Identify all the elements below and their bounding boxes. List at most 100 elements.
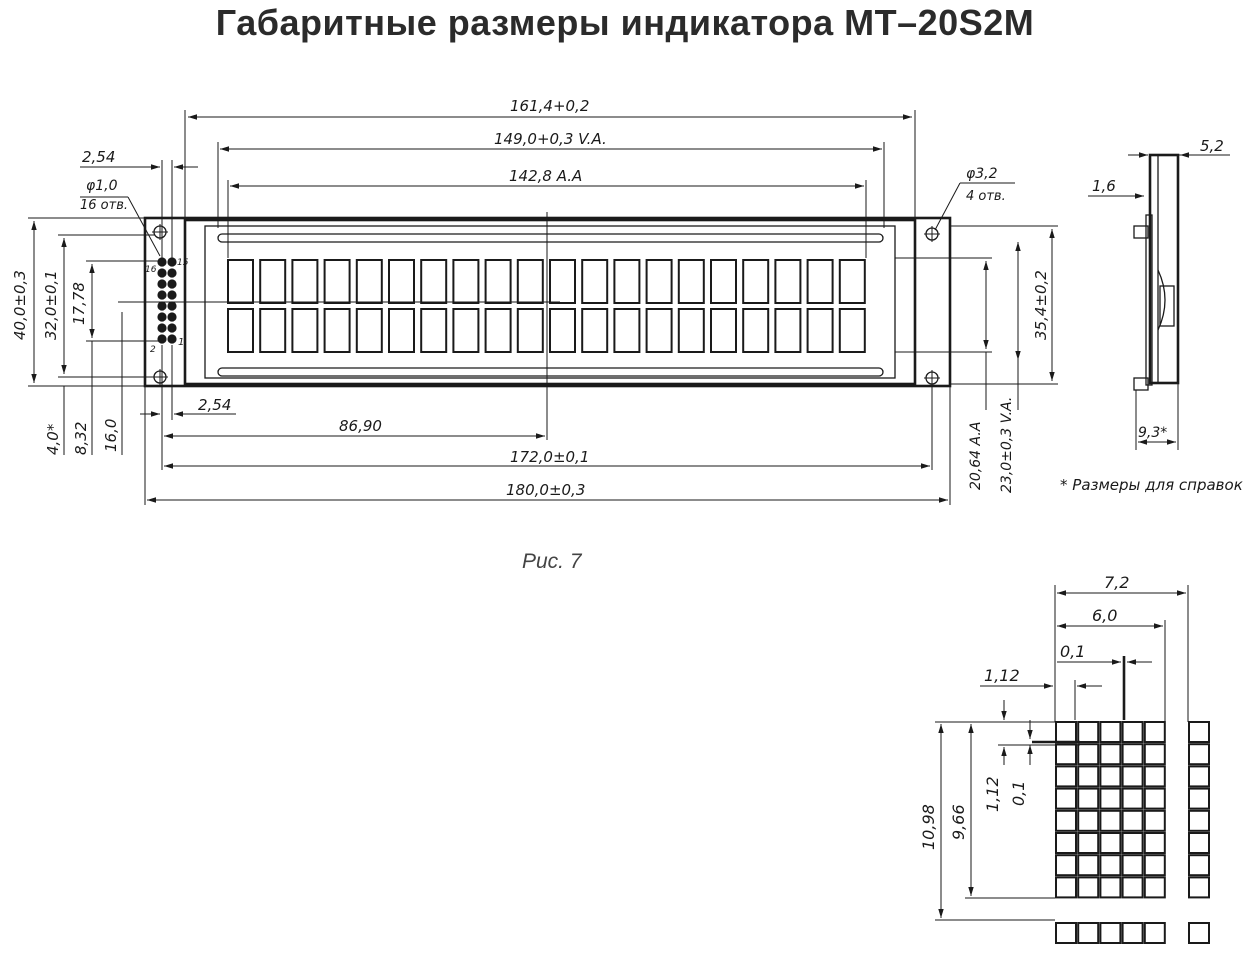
mount-hole-tl: [152, 224, 168, 240]
matrix-dot: [1121, 787, 1144, 810]
pin-dot: [167, 268, 177, 278]
character-cell: [227, 308, 254, 353]
matrix-dot: [1099, 809, 1122, 832]
dim-142: 142,8 A.A: [509, 167, 582, 185]
side-bulge: [1157, 269, 1166, 331]
matrix-dot: [1188, 876, 1210, 899]
matrix-dot: [1121, 922, 1144, 944]
side-body: [1148, 153, 1180, 385]
reference-note: * Размеры для справок: [1060, 476, 1243, 494]
matrix-dot: [1121, 876, 1144, 899]
matrix-dot: [1099, 743, 1122, 766]
matrix-dot: [1099, 832, 1122, 854]
matrix-dot: [1077, 854, 1100, 877]
page-title: Габаритные размеры индикатора МТ–20S2M: [215, 2, 1035, 43]
character-cell: [710, 308, 737, 353]
pin-2-label: 2: [150, 345, 156, 355]
top-bar: [217, 233, 884, 243]
character-cell: [291, 259, 319, 304]
dim-254-top: 2,54: [82, 148, 115, 166]
pin-dot: [167, 323, 177, 333]
character-cell: [420, 308, 448, 353]
matrix-dot: [1077, 743, 1100, 766]
matrix-dot: [1099, 876, 1122, 899]
matrix-dot: [1188, 922, 1210, 944]
dot-matrix-grid: [1055, 721, 1166, 899]
character-cell: [484, 259, 512, 304]
matrix-dot: [1055, 787, 1077, 810]
pin-header: [157, 257, 177, 344]
character-cell: [516, 308, 544, 353]
dim-832: 8,32: [72, 422, 90, 455]
dim-8690: 86,90: [339, 417, 382, 435]
matrix-dot: [1055, 765, 1077, 788]
dim-354: 35,4±0,2: [1032, 270, 1050, 340]
matrix-dot: [1143, 876, 1166, 899]
matrix-dot: [1077, 765, 1100, 788]
dim-16: 16,0: [102, 419, 120, 452]
matrix-dot: [1055, 922, 1077, 944]
character-cell: [838, 259, 866, 304]
character-cell: [581, 259, 609, 304]
pin-dot: [157, 312, 167, 322]
character-cell: [613, 308, 641, 353]
dim-72: 7,2: [1104, 573, 1129, 592]
pin-1-label: 1: [178, 337, 184, 348]
dim-149: 149,0+0,3 V.A.: [494, 130, 607, 148]
character-cell: [484, 308, 512, 353]
pin-dot: [157, 257, 167, 267]
matrix-dot: [1099, 765, 1122, 788]
character-cell: [806, 308, 834, 353]
matrix-dot: [1055, 876, 1077, 899]
character-cell: [838, 308, 866, 353]
pin-dot: [167, 312, 177, 322]
character-cells: [227, 259, 866, 353]
matrix-dot: [1055, 721, 1077, 743]
character-cell: [581, 308, 609, 353]
matrix-dot: [1055, 743, 1077, 766]
matrix-dot: [1121, 832, 1144, 854]
matrix-dot: [1143, 743, 1166, 766]
matrix-dot: [1188, 809, 1210, 832]
character-cell: [259, 259, 287, 304]
matrix-dot: [1143, 854, 1166, 877]
dim-32: 32,0±0,1: [42, 270, 60, 340]
dim-180: 180,0±0,3: [506, 481, 585, 499]
matrix-dot: [1188, 765, 1210, 788]
matrix-dot: [1143, 721, 1166, 743]
dim-93: 9,3*: [1138, 425, 1167, 441]
dim-1778: 17,78: [70, 282, 88, 325]
matrix-dot: [1121, 743, 1144, 766]
character-cell: [549, 308, 576, 353]
pin-dot: [157, 268, 167, 278]
bottom-bar: [217, 367, 884, 377]
character-cell: [355, 308, 383, 353]
matrix-dot: [1077, 832, 1100, 854]
matrix-dot: [1143, 787, 1166, 810]
dot-matrix-next-row: [1055, 922, 1210, 944]
matrix-dot: [1099, 854, 1122, 877]
matrix-dot: [1188, 832, 1210, 854]
matrix-dot: [1055, 854, 1077, 877]
dim-60: 6,0: [1092, 606, 1117, 625]
character-cell: [516, 259, 544, 304]
character-cell: [291, 308, 319, 353]
dim-23: 23,0±0,3 V.A.: [999, 397, 1015, 493]
matrix-dot: [1099, 721, 1122, 743]
dim-112-v: 1,12: [983, 776, 1002, 812]
character-detail: 7,2 6,0 0,1 1,12 10,98 9,66 1,12 0,1: [919, 573, 1210, 944]
dot-matrix-next-column: [1188, 721, 1210, 899]
character-cell: [710, 259, 737, 304]
dim-01-v: 0,1: [1009, 781, 1028, 806]
character-cell: [227, 259, 254, 304]
character-cell: [677, 308, 705, 353]
pin-dot: [157, 323, 167, 333]
pin-dot: [167, 257, 177, 267]
pin-16-label: 16: [145, 265, 157, 275]
pin-15-label: 15: [177, 258, 189, 268]
side-connector: [1159, 285, 1175, 327]
dim-2064: 20,64 A.A: [968, 422, 984, 490]
pin-dot: [157, 290, 167, 300]
matrix-dot: [1143, 809, 1166, 832]
